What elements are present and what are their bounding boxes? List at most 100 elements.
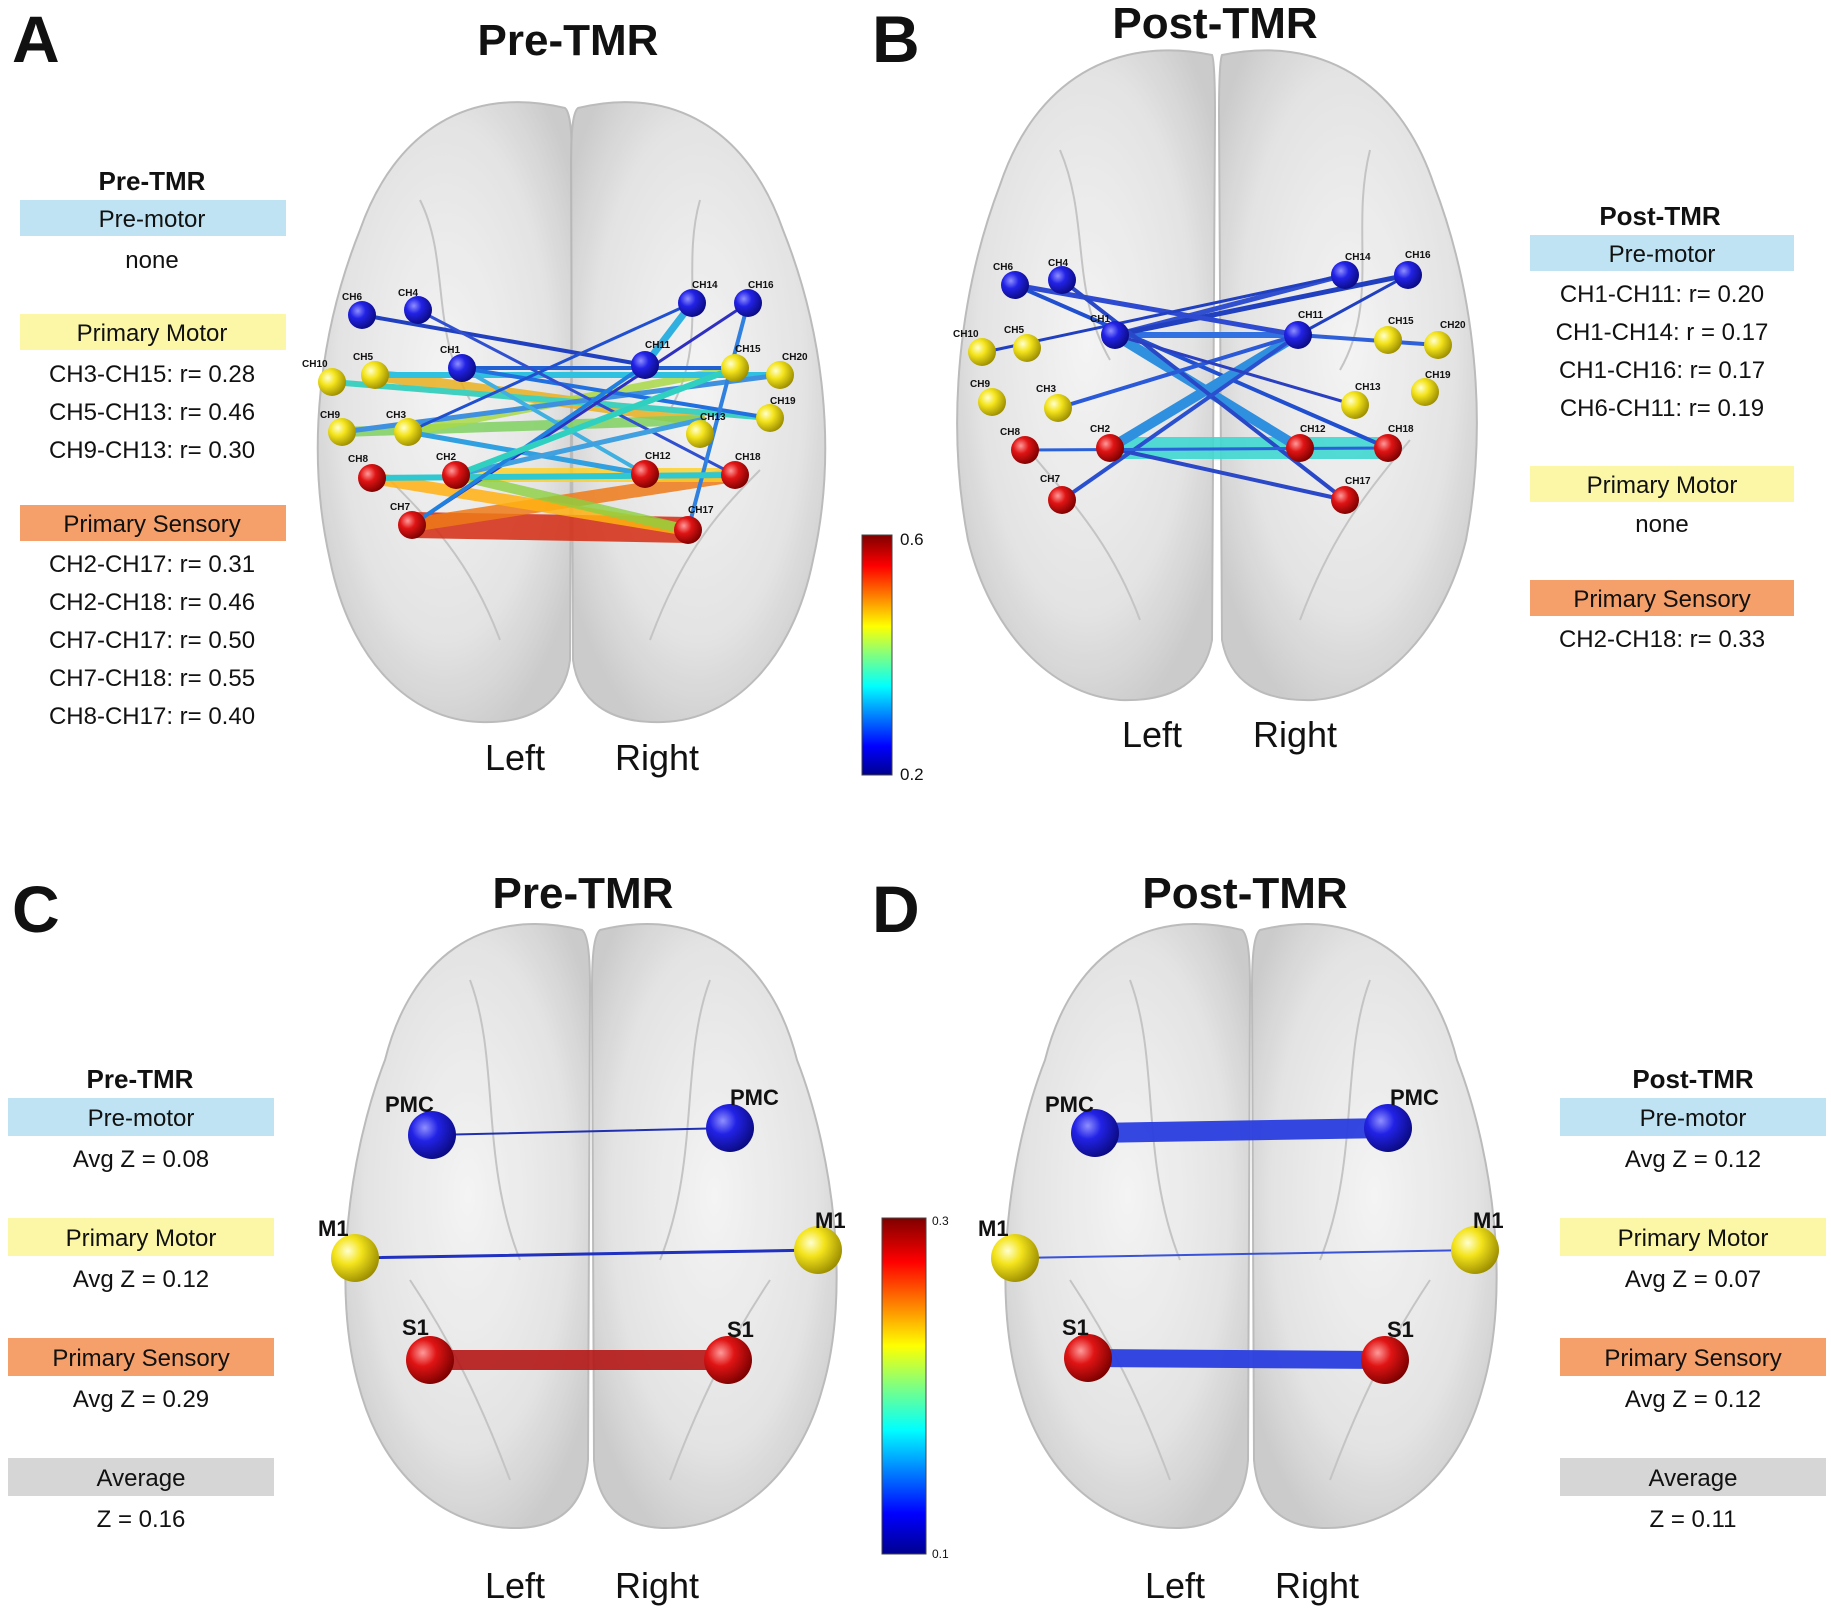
- legend-d-title: Post-TMR: [1632, 1064, 1754, 1094]
- ch-label: CH4: [398, 288, 418, 299]
- legend-c: Pre-TMR Pre-motor Avg Z = 0.08 Primary M…: [8, 1064, 274, 1533]
- node-ch4: [1048, 266, 1076, 294]
- panel-letter-d: D: [872, 872, 920, 946]
- colorbar-bottom-min: 0.1: [932, 1547, 949, 1561]
- legend-a-premotor-label: Pre-motor: [99, 206, 206, 233]
- ch-label: CH6: [342, 292, 362, 303]
- legend-c-sensory-label: Primary Sensory: [52, 1345, 229, 1372]
- legend-c-premotor-box: [8, 1098, 274, 1136]
- brain-a: [316, 101, 827, 724]
- panel-d-title: Post-TMR: [1142, 869, 1347, 918]
- ch-label: CH1: [440, 345, 460, 356]
- left-label-b: Left: [1122, 714, 1182, 755]
- ch-label: CH7: [390, 502, 410, 513]
- legend-b-premotor-value: CH6-CH11: r= 0.19: [1560, 395, 1764, 422]
- node-m1-right: [1451, 1226, 1499, 1274]
- legend-d-average-value: Z = 0.11: [1650, 1506, 1737, 1533]
- legend-d: Post-TMR Pre-motor Avg Z = 0.12 Primary …: [1560, 1064, 1826, 1533]
- brain-d: [1004, 923, 1498, 1530]
- roi-label: PMC: [385, 1092, 434, 1117]
- legend-b-premotor-value: CH1-CH16: r= 0.17: [1559, 357, 1765, 384]
- legend-b-premotor-box: [1530, 235, 1794, 271]
- node-ch9: [328, 418, 356, 446]
- legend-a-sensory-value: CH2-CH17: r= 0.31: [49, 551, 255, 578]
- node-ch9: [978, 388, 1006, 416]
- channel-labels-a: CH6 CH4 CH14 CH16 CH10 CH5 CH1 CH11 CH15…: [302, 280, 808, 516]
- panel-letter-a: A: [12, 2, 60, 76]
- legend-c-motor-label: Primary Motor: [66, 1225, 217, 1252]
- legend-a-premotor-value: none: [125, 247, 178, 274]
- channel-labels-b: CH6 CH4 CH14 CH16 CH10 CH5 CH1 CH11 CH15…: [953, 250, 1466, 487]
- legend-c-motor-value: Avg Z = 0.12: [73, 1266, 209, 1293]
- legend-a-motor-value: CH5-CH13: r= 0.46: [49, 399, 255, 426]
- right-label-d: Right: [1275, 1565, 1359, 1606]
- roi-label: S1: [402, 1315, 429, 1340]
- ch-label: CH2: [436, 452, 456, 463]
- legend-b: Post-TMR Pre-motor CH1-CH11: r= 0.20 CH1…: [1530, 201, 1794, 653]
- legend-c-premotor-label: Pre-motor: [88, 1105, 195, 1132]
- panel-b-title: Post-TMR: [1112, 0, 1317, 48]
- ch-label: CH4: [1048, 258, 1068, 269]
- colorbar-top-max: 0.6: [900, 530, 924, 549]
- panel-b: B Post-TMR: [872, 0, 1478, 755]
- panel-d: D Post-TMR PMC PMC M1 M1 S1 S1 Left Righ…: [872, 869, 1504, 1606]
- legend-d-premotor-label: Pre-motor: [1640, 1105, 1747, 1132]
- legend-c-average-box: [8, 1458, 274, 1496]
- brain-c: [344, 923, 838, 1530]
- ch-label: CH20: [1440, 320, 1466, 331]
- legend-b-premotor-value: CH1-CH14: r = 0.17: [1556, 319, 1769, 346]
- legend-d-premotor-box: [1560, 1098, 1826, 1136]
- ch-label: CH17: [688, 505, 714, 516]
- ch-label: CH1: [1090, 314, 1110, 325]
- legend-d-sensory-value: Avg Z = 0.12: [1625, 1386, 1761, 1413]
- legend-b-motor-box: [1530, 466, 1794, 502]
- node-pmc-left: [408, 1111, 456, 1159]
- legend-d-premotor-value: Avg Z = 0.12: [1625, 1146, 1761, 1173]
- legend-b-motor-label: Primary Motor: [1587, 472, 1738, 499]
- roi-label: M1: [318, 1216, 349, 1241]
- legend-a-sensory-value: CH8-CH17: r= 0.40: [49, 703, 255, 730]
- node-pmc-right: [1364, 1104, 1412, 1152]
- ch-label: CH15: [1388, 316, 1414, 327]
- panel-c: C Pre-TMR PMC PMC M1 M1 S1 S1 Left Right: [12, 869, 846, 1606]
- legend-a-sensory-value: CH2-CH18: r= 0.46: [49, 589, 255, 616]
- node-ch7: [398, 511, 426, 539]
- node-ch13: [686, 420, 714, 448]
- colorbar-bottom-max: 0.3: [932, 1214, 949, 1228]
- legend-b-motor-value: none: [1635, 511, 1688, 538]
- ch-label: CH14: [1345, 252, 1371, 263]
- ch-label: CH12: [645, 451, 671, 462]
- legend-a-motor-value: CH9-CH13: r= 0.30: [49, 437, 255, 464]
- legend-c-premotor-value: Avg Z = 0.08: [73, 1146, 209, 1173]
- node-ch2: [442, 461, 470, 489]
- legend-b-sensory-label: Primary Sensory: [1573, 586, 1750, 613]
- colorbar-bottom: 0.3 0.1: [881, 1214, 949, 1561]
- node-ch20: [1424, 331, 1452, 359]
- legend-c-sensory-box: [8, 1338, 274, 1376]
- legend-a-premotor-box: [20, 200, 286, 236]
- ch-label: CH11: [645, 340, 670, 351]
- node-ch19: [756, 404, 784, 432]
- node-ch17: [1331, 486, 1359, 514]
- ch-label: CH10: [302, 359, 328, 370]
- node-s1-right: [704, 1336, 752, 1384]
- legend-b-sensory-box: [1530, 580, 1794, 616]
- legend-d-average-label: Average: [1649, 1465, 1738, 1492]
- legend-a-motor-label: Primary Motor: [77, 320, 228, 347]
- roi-nodes-d: [991, 1104, 1499, 1384]
- roi-label: S1: [1062, 1315, 1089, 1340]
- panel-letter-c: C: [12, 872, 60, 946]
- node-ch6: [348, 301, 376, 329]
- node-ch16: [1394, 261, 1422, 289]
- ch-label: CH14: [692, 280, 718, 291]
- ch-label: CH12: [1300, 424, 1326, 435]
- ch-label: CH10: [953, 329, 979, 340]
- panel-c-title: Pre-TMR: [493, 869, 674, 918]
- ch-label: CH13: [700, 412, 726, 423]
- legend-a-sensory-box: [20, 505, 286, 541]
- ch-label: CH3: [1036, 384, 1056, 395]
- nodes-b: [968, 261, 1452, 514]
- left-label-a: Left: [485, 737, 545, 778]
- node-ch15: [1374, 326, 1402, 354]
- legend-a-motor-value: CH3-CH15: r= 0.28: [49, 361, 255, 388]
